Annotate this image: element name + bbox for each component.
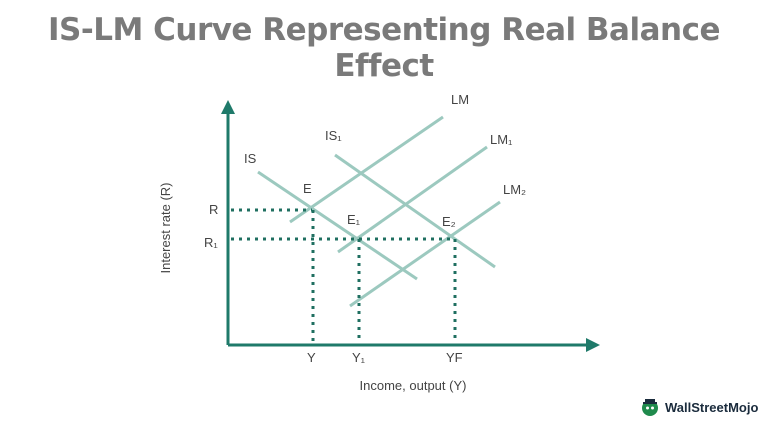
tick-r: R	[209, 202, 218, 217]
point-e2-label: E₂	[442, 214, 456, 229]
page-title: IS-LM Curve Representing Real Balance Ef…	[48, 12, 721, 84]
is1-curve	[334, 153, 496, 269]
tick-y1: Y₁	[352, 350, 366, 365]
lm1-curve	[337, 145, 488, 254]
wallstreetmojo-logo-icon	[642, 399, 658, 416]
is-curve	[257, 170, 418, 281]
brand-name: WallStreetMojo	[665, 399, 759, 415]
tick-yf: YF	[446, 350, 463, 365]
lm1-label: LM₁	[490, 132, 513, 147]
lm-curve	[289, 115, 444, 224]
y-axis-arrow	[221, 100, 235, 114]
is-label: IS	[244, 151, 257, 166]
point-e-label: E	[303, 181, 312, 196]
x-axis-arrow	[586, 338, 600, 352]
tick-r1: R₁	[204, 235, 218, 250]
y-axis-label: Interest rate (R)	[158, 182, 173, 273]
brand-logo: WallStreetMojo	[640, 396, 758, 418]
lm-label: LM	[451, 92, 469, 107]
point-e1-label: E₁	[347, 212, 361, 227]
tick-y: Y	[307, 350, 316, 365]
x-axis-label: Income, output (Y)	[360, 378, 467, 393]
is1-label: IS₁	[325, 128, 342, 143]
lm2-label: LM₂	[503, 182, 526, 197]
lm2-curve	[349, 200, 501, 308]
